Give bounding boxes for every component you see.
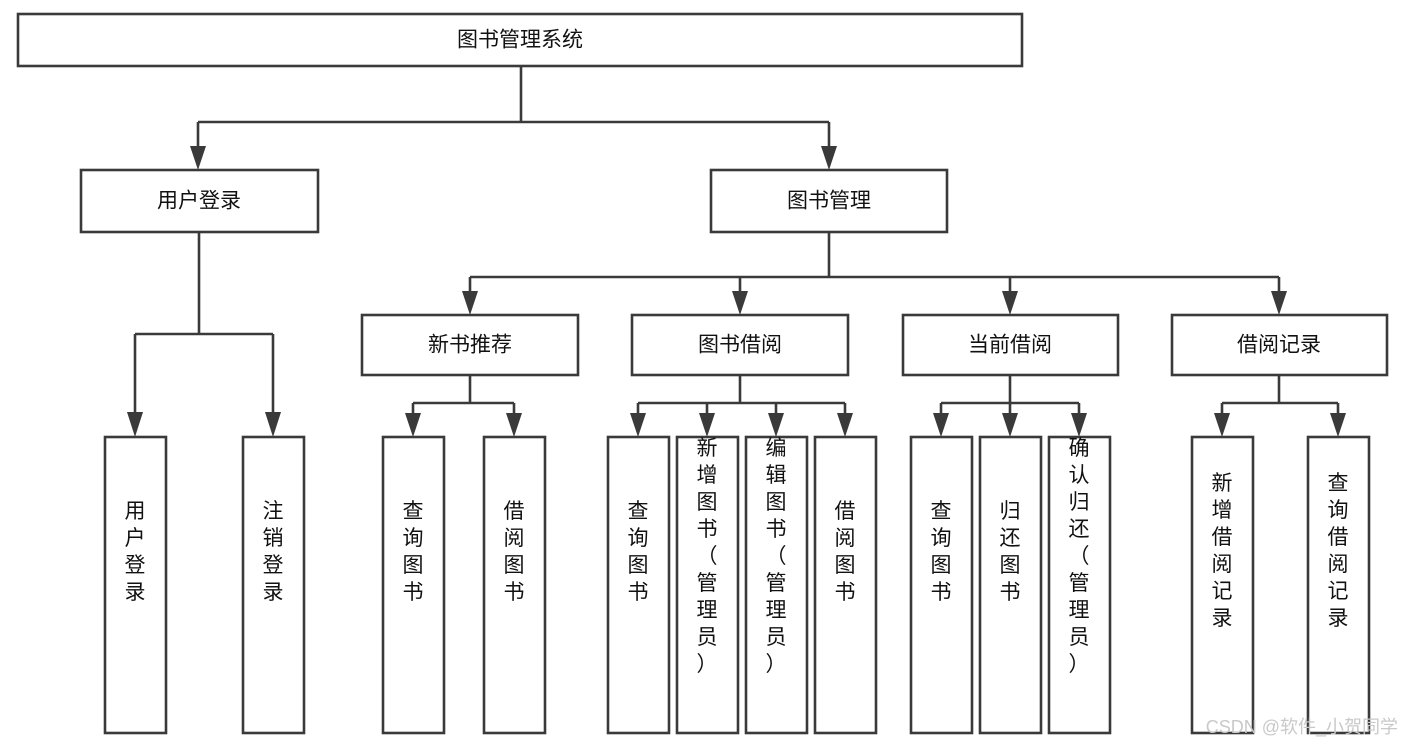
node-login-box[interactable] [79,168,320,234]
node-leaf-user-logout[interactable]: 注销登录 [241,435,306,735]
node-bookmgmt-label: 图书管理 [787,190,871,213]
node-newbook-label: 新书推荐 [428,334,512,357]
node-leaf-borrow-book-2-box[interactable] [813,435,878,735]
node-leaf-user-logout-label: 注销登录 [263,500,284,604]
arrow-current-to-leaf1 [933,413,949,437]
arrow-root-to-login [190,146,206,170]
node-root-box[interactable] [16,12,1024,68]
node-records-label: 借阅记录 [1237,334,1321,357]
node-leaf-add-record-label: 新增借阅记录 [1212,472,1233,630]
node-leaf-confirm-return-box[interactable] [1047,435,1112,735]
arrow-bookmgmt-to-records [1271,291,1287,315]
node-current[interactable]: 当前借阅 [901,313,1120,377]
node-login[interactable]: 用户登录 [79,168,320,234]
node-leaf-return-book-box[interactable] [978,435,1043,735]
node-leaf-query-record-label: 查询借阅记录 [1328,472,1349,630]
node-newbook[interactable]: 新书推荐 [360,313,580,377]
node-leaf-borrow-book-1-box[interactable] [482,435,547,735]
arrow-borrow-to-leaf4 [837,413,853,437]
node-leaf-query-book-2-label: 查询图书 [628,500,649,604]
arrow-records-to-leaf1 [1214,413,1230,437]
node-leaf-query-book-1-label: 查询图书 [403,500,424,604]
node-leaf-add-record-box[interactable] [1190,435,1255,735]
node-leaf-query-book-3-label: 查询图书 [931,500,952,604]
node-leaf-edit-book-label: 编辑图书（管理员） [766,437,787,676]
node-borrow-box[interactable] [630,313,850,377]
node-leaf-borrow-book-2-label: 借阅图书 [835,500,856,604]
arrow-newbook-to-leaf1 [405,413,421,437]
node-leaf-query-book-1[interactable]: 查询图书 [381,435,446,735]
arrow-borrow-to-leaf2 [699,413,715,437]
arrow-newbook-to-leaf2 [506,413,522,437]
node-leaf-user-login-label: 用户登录 [125,500,146,604]
node-leaf-edit-book[interactable]: 编辑图书（管理员） [744,435,809,735]
node-newbook-box[interactable] [360,313,580,377]
node-records-box[interactable] [1170,313,1389,377]
arrow-login-to-leaf2 [265,412,281,437]
node-root[interactable]: 图书管理系统 [16,12,1024,68]
node-leaf-edit-book-box[interactable] [744,435,809,735]
arrow-borrow-to-leaf3 [768,413,784,437]
node-leaf-return-book-label: 归还图书 [1000,500,1021,604]
node-leaf-query-book-3-box[interactable] [909,435,974,735]
node-leaf-confirm-return[interactable]: 确认归还（管理员） [1047,435,1112,735]
arrow-current-to-leaf3 [1071,413,1087,437]
node-leaf-user-logout-box[interactable] [241,435,306,735]
edges-layer [127,66,1346,437]
arrow-records-to-leaf2 [1330,413,1346,437]
arrow-bookmgmt-to-current [1002,291,1018,315]
node-leaf-borrow-book-1-label: 借阅图书 [504,500,525,604]
node-leaf-borrow-book-1[interactable]: 借阅图书 [482,435,547,735]
node-leaf-query-book-1-box[interactable] [381,435,446,735]
node-records[interactable]: 借阅记录 [1170,313,1389,377]
arrow-borrow-to-leaf1 [630,413,646,437]
node-leaf-query-record[interactable]: 查询借阅记录 [1306,435,1371,735]
node-leaf-query-book-3[interactable]: 查询图书 [909,435,974,735]
node-leaf-return-book[interactable]: 归还图书 [978,435,1043,735]
node-current-box[interactable] [901,313,1120,377]
node-root-label: 图书管理系统 [457,29,583,52]
node-leaf-user-login[interactable]: 用户登录 [103,435,168,735]
node-borrow-label: 图书借阅 [698,334,782,357]
node-leaf-query-record-box[interactable] [1306,435,1371,735]
node-leaf-add-book-label: 新增图书（管理员） [697,437,718,676]
node-login-label: 用户登录 [157,190,241,213]
arrow-root-to-bookmgmt [821,146,837,170]
arrow-bookmgmt-to-newbook [462,291,478,315]
node-leaf-add-record[interactable]: 新增借阅记录 [1190,435,1255,735]
node-leaf-add-book-box[interactable] [675,435,740,735]
node-current-label: 当前借阅 [968,334,1052,357]
node-leaf-add-book[interactable]: 新增图书（管理员） [675,435,740,735]
node-borrow[interactable]: 图书借阅 [630,313,850,377]
csdn-watermark: CSDN @软件_小贺同学 [1206,717,1398,738]
node-leaf-user-login-box[interactable] [103,435,168,735]
node-leaf-borrow-book-2[interactable]: 借阅图书 [813,435,878,735]
node-bookmgmt[interactable]: 图书管理 [709,168,949,234]
node-leaf-query-book-2[interactable]: 查询图书 [606,435,671,735]
arrow-bookmgmt-to-borrow [732,291,748,315]
node-bookmgmt-box[interactable] [709,168,949,234]
arrow-current-to-leaf2 [1002,413,1018,437]
node-leaf-query-book-2-box[interactable] [606,435,671,735]
node-leaf-confirm-return-label: 确认归还（管理员） [1069,437,1090,676]
arrow-login-to-leaf1 [127,412,143,437]
